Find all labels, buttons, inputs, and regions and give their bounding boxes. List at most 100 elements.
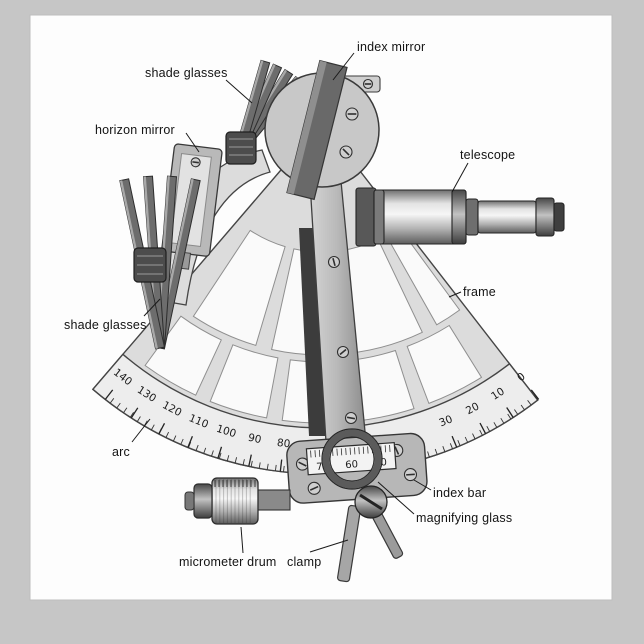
label-index-mirror: index mirror xyxy=(357,40,426,54)
arc-tick xyxy=(172,435,177,442)
arc-tick xyxy=(203,447,207,454)
leader-arc xyxy=(131,418,151,443)
arc-tick xyxy=(442,446,446,452)
micrometer-number: 60 xyxy=(345,459,358,471)
arc-tick xyxy=(479,429,483,436)
arc-tick xyxy=(427,451,430,458)
arc-number: 30 xyxy=(437,413,454,429)
arc-tick xyxy=(486,425,491,432)
leader-index-mirror xyxy=(332,52,355,81)
arc-tick xyxy=(250,460,253,467)
index-mirror xyxy=(264,59,381,201)
arc-major-tick xyxy=(187,436,194,448)
arc-major-tick xyxy=(130,407,139,419)
telescope-section xyxy=(477,200,537,234)
leader-lines xyxy=(131,52,469,554)
magnifying-glass xyxy=(321,428,383,490)
arc-tick xyxy=(136,416,141,422)
shade-glasses-top xyxy=(225,59,304,165)
telescope xyxy=(355,187,565,247)
arc-tick xyxy=(472,433,476,440)
arc-tick xyxy=(242,459,245,466)
telescope-section xyxy=(465,198,479,236)
telescope-section xyxy=(553,202,565,232)
arc-major-tick xyxy=(530,389,540,400)
label-horizon-mirror: horizon mirror xyxy=(95,123,175,137)
label-shade-glasses-top: shade glasses xyxy=(145,66,228,80)
arc-tick xyxy=(109,398,115,404)
arc-tick xyxy=(123,407,128,413)
arc-tick xyxy=(464,436,469,443)
arc-tick xyxy=(493,422,498,428)
frame-cutout xyxy=(192,229,286,347)
index-bar xyxy=(299,149,367,443)
arc-major-tick xyxy=(479,422,487,435)
arc-major-tick xyxy=(104,389,114,400)
arc-major-tick xyxy=(217,446,223,459)
label-clamp: clamp xyxy=(287,555,322,569)
label-telescope: telescope xyxy=(460,148,516,162)
arc-tick xyxy=(234,457,238,464)
label-arc: arc xyxy=(112,445,130,459)
label-shade-glasses-left: shade glasses xyxy=(64,318,147,332)
leader-magnifying-glass xyxy=(377,481,415,515)
arc-tick xyxy=(500,417,505,424)
label-magnifying-glass: magnifying glass xyxy=(416,511,513,525)
arc-tick xyxy=(211,450,214,457)
telescope-section xyxy=(355,187,377,247)
arc-tick xyxy=(116,402,121,409)
frame-slot xyxy=(299,228,327,436)
label-micrometer-drum: micrometer drum xyxy=(179,555,277,569)
arc-number: 90 xyxy=(247,432,263,447)
arc-major-tick xyxy=(451,435,458,448)
telescope-section xyxy=(451,189,467,245)
leader-shade-glasses-top xyxy=(225,79,253,104)
leader-clamp xyxy=(309,539,349,553)
arc-major-tick xyxy=(248,454,252,467)
leader-micrometer-drum xyxy=(240,526,244,554)
arc-number: 80 xyxy=(276,437,291,450)
arc-tick xyxy=(218,452,222,459)
arc-tick xyxy=(434,448,438,455)
arc-tick xyxy=(533,395,539,401)
telescope-section xyxy=(373,189,385,245)
arc-number: 20 xyxy=(464,400,481,417)
mirror-glass xyxy=(286,59,348,201)
label-frame: frame xyxy=(463,285,496,299)
arc-tick xyxy=(195,444,199,451)
arc-tick xyxy=(527,400,532,406)
arc-tick xyxy=(129,411,134,418)
shade-hinge xyxy=(225,131,257,165)
arc-major-tick xyxy=(158,422,166,435)
arc-number: 100 xyxy=(215,423,238,440)
arc-tick xyxy=(283,465,285,472)
telescope-section xyxy=(535,197,555,237)
frame-cutout xyxy=(209,344,279,419)
frame-cutout xyxy=(406,324,483,405)
micrometer-drum xyxy=(184,477,291,525)
leader-index-bar xyxy=(413,479,432,491)
label-index-bar: index bar xyxy=(433,486,487,500)
arc-tick xyxy=(449,443,454,450)
arc-tick xyxy=(457,440,461,446)
arc-tick xyxy=(151,424,155,431)
arc-tick xyxy=(274,464,277,471)
arc-major-tick xyxy=(506,407,514,418)
arc-tick xyxy=(258,462,261,469)
arc-tick xyxy=(226,455,230,462)
leader-frame xyxy=(448,291,462,298)
frame-cutout xyxy=(144,315,222,396)
frame-cutout xyxy=(340,238,423,353)
arc-tick xyxy=(180,438,184,445)
arc-tick xyxy=(507,413,512,420)
leader-telescope xyxy=(451,162,469,193)
arc-tick xyxy=(520,404,525,411)
leader-shade-glasses-left xyxy=(143,298,161,317)
arc-tick xyxy=(266,463,269,470)
arc-tick xyxy=(165,431,170,438)
arc-tick xyxy=(514,409,519,415)
leader-horizon-mirror xyxy=(185,132,200,153)
